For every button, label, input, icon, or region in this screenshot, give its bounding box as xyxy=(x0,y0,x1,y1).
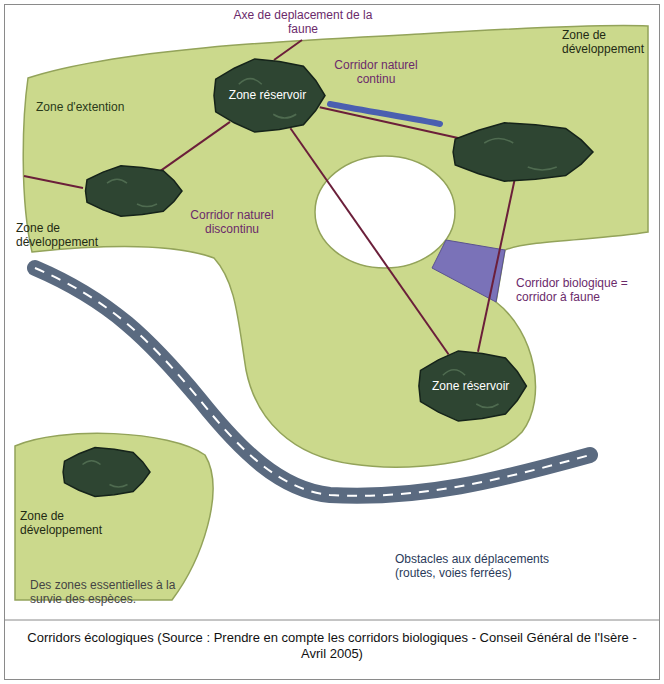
road-marking xyxy=(35,268,590,496)
wildlife-corridor-band xyxy=(432,240,505,302)
movement-corridor-line xyxy=(478,181,514,352)
caption-rule xyxy=(5,620,659,621)
annotation-label: Corridor naturel continu xyxy=(330,58,422,87)
zone-name: Zone de développement xyxy=(562,28,648,57)
outer-frame xyxy=(5,5,660,680)
zone-blob xyxy=(82,165,182,217)
habitat-zone: Zone de développement xyxy=(448,122,593,182)
habitat-zone: Zone réservoir xyxy=(210,58,325,133)
foliage-stroke xyxy=(83,461,128,487)
zone-blob xyxy=(448,122,593,182)
zone-blob xyxy=(60,447,150,497)
annotation-label: Axe de deplacement de la faune xyxy=(228,8,378,37)
movement-axis xyxy=(24,176,83,188)
green-land xyxy=(23,25,648,467)
road xyxy=(35,268,590,496)
zone-name: Zone de développement xyxy=(16,221,116,250)
habitat-zone: Zone réservoir xyxy=(415,350,526,422)
zone-name: Zone réservoir xyxy=(432,379,509,393)
zone-blob-outline xyxy=(419,351,527,421)
foliage-stroke xyxy=(107,179,157,206)
movement-corridor-line xyxy=(160,122,230,171)
annotation-label: Zone d'extention xyxy=(36,100,156,114)
annotation-label: Corridor naturel discontinu xyxy=(186,208,278,237)
foliage-stroke xyxy=(484,139,557,171)
zone-name: Zone réservoir xyxy=(229,88,306,102)
figure-caption: Corridors écologiques (Source : Prendre … xyxy=(14,630,650,661)
open-area xyxy=(315,156,455,268)
zone-blob-outline xyxy=(214,59,325,132)
habitat-zone: Zone de développement xyxy=(82,165,182,217)
zone-name: Zone de développement xyxy=(20,509,130,538)
movement-corridor-line xyxy=(320,107,460,138)
movement-corridor-line xyxy=(290,128,448,354)
annotation-label: Corridor biologique = corridor à faune xyxy=(516,276,646,305)
zone-blob-outline xyxy=(63,448,150,497)
movement-axis xyxy=(274,40,302,60)
habitat-zone: Zone de développement xyxy=(60,447,150,497)
zone-blob-outline xyxy=(453,123,593,181)
zone-blob-outline xyxy=(86,166,183,217)
annotation-label: Des zones essentielles à la survie des e… xyxy=(30,578,200,607)
green-patch xyxy=(15,433,213,600)
annotation-label: Obstacles aux déplacements (routes, voie… xyxy=(395,552,585,581)
